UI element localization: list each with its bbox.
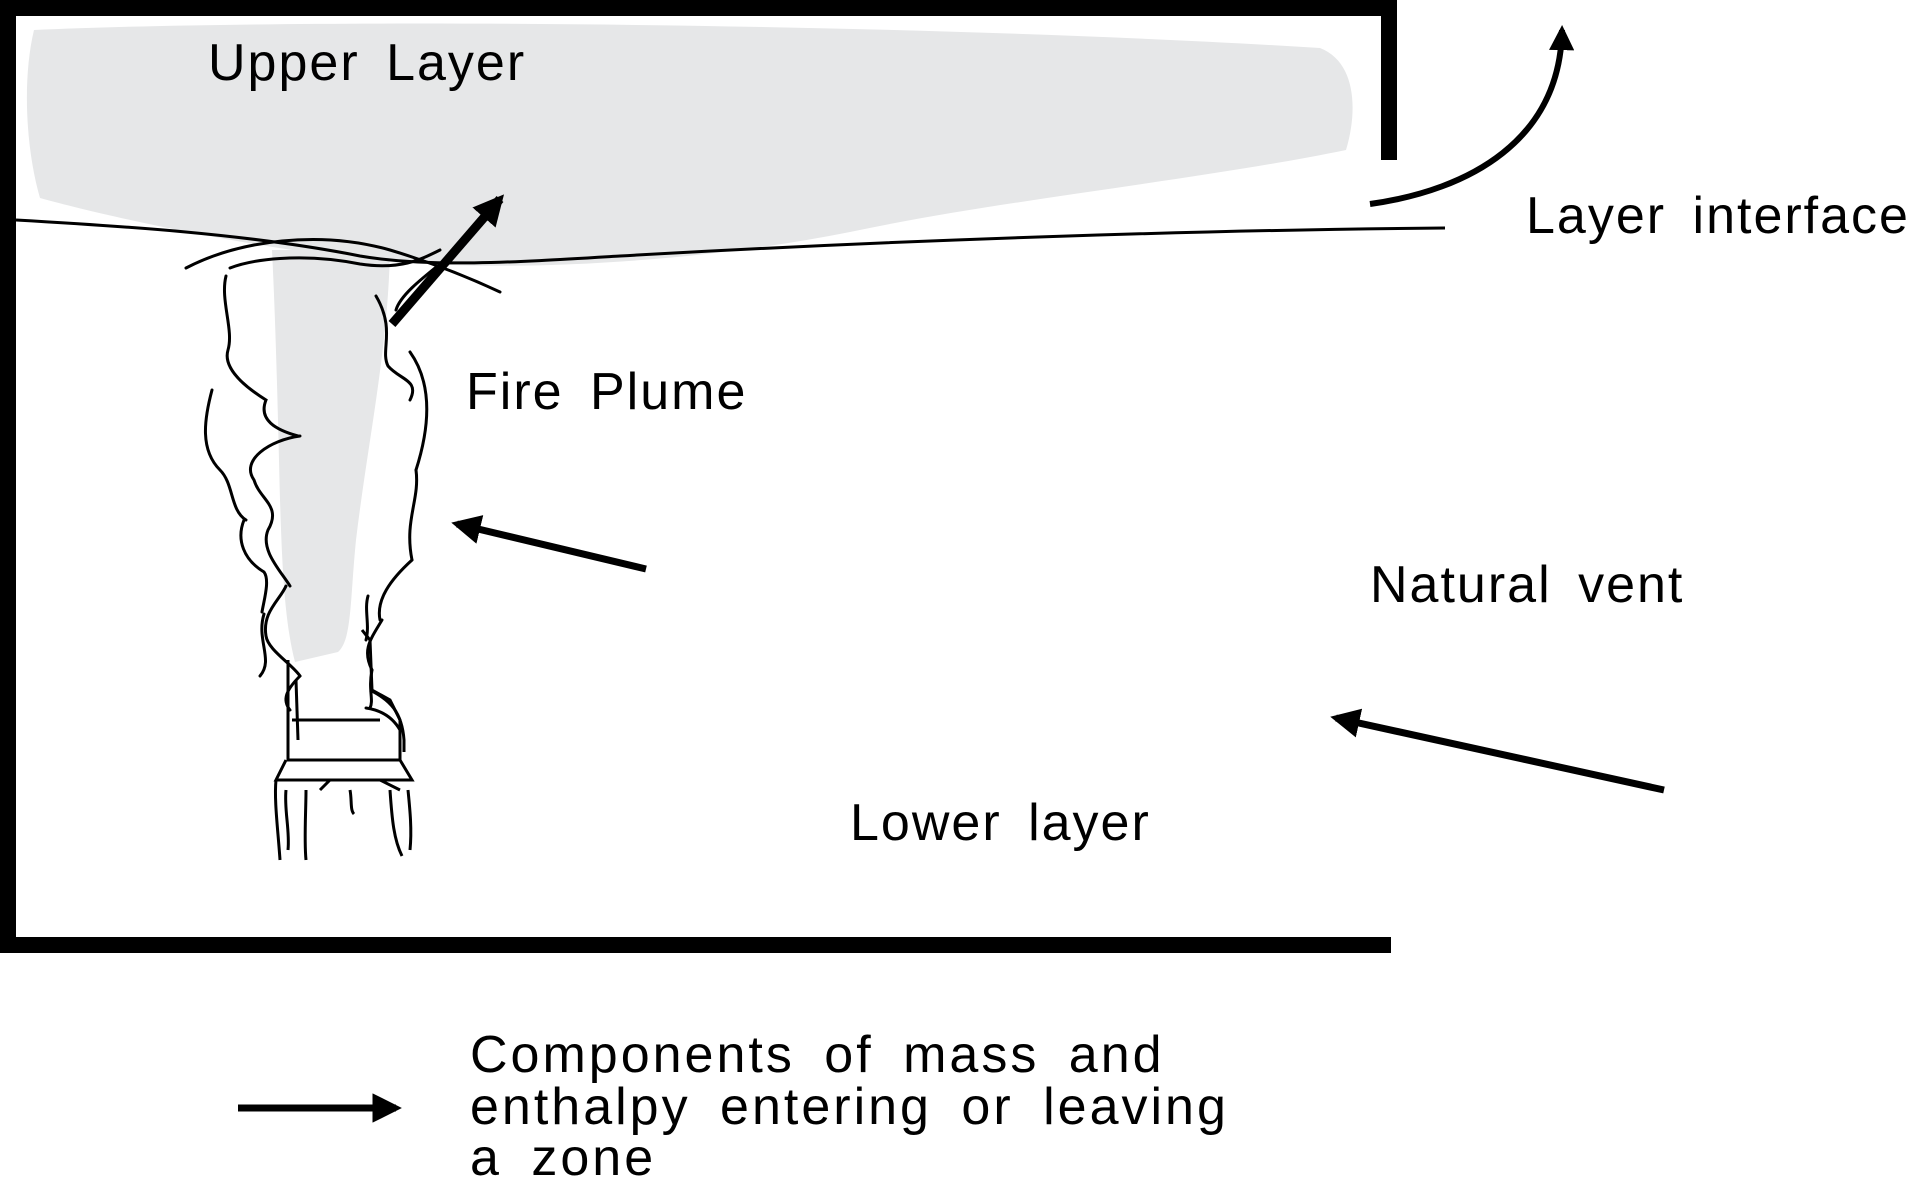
room-walls — [0, 0, 1397, 953]
legend-line-1: Components of mass and — [470, 1026, 1165, 1084]
upper-layer-smoke — [26, 23, 1353, 266]
plume-to-upper-arrow — [388, 194, 505, 327]
fire-plume-label: Fire Plume — [466, 363, 747, 421]
vent-inflow-arrow — [1330, 708, 1665, 794]
legend-line-3: a zone — [470, 1129, 656, 1178]
layer-interface-line — [15, 218, 1446, 265]
legend-line-2: enthalpy entering or leaving — [470, 1078, 1229, 1136]
upper-layer-label: Upper Layer — [208, 34, 526, 92]
natural-vent-label: Natural vent — [1370, 556, 1684, 614]
lower-layer-label: Lower layer — [850, 794, 1151, 852]
layer-interface-label: Layer interface — [1526, 187, 1910, 245]
vent-outflow-arrow — [1369, 24, 1575, 207]
plume-core — [272, 250, 390, 662]
entrainment-arrow — [451, 515, 647, 573]
burner-fuel-package — [273, 629, 415, 861]
